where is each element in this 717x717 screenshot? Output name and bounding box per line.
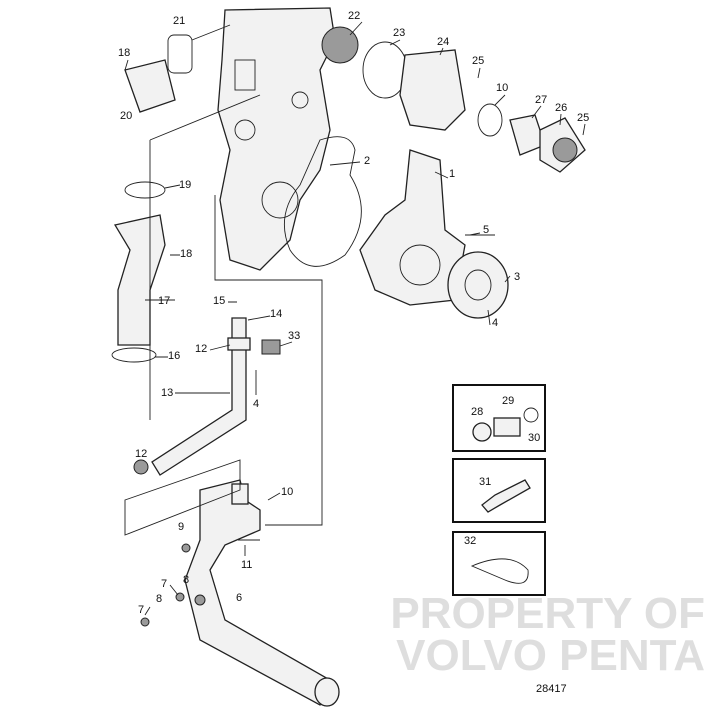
callout-15: 15 [213,295,225,307]
callout-5: 5 [483,224,489,236]
callout-13: 13 [161,387,173,399]
kit-box-cable-tie [452,531,546,596]
callout-labels: 21 22 23 24 18 25 10 27 26 25 20 2 1 19 … [118,10,589,616]
callout-33: 33 [288,330,300,342]
thermostat [321,26,359,64]
callout-2: 2 [364,155,370,167]
callout-21: 21 [173,15,185,27]
callout-10: 10 [496,82,508,94]
callout-9: 9 [178,521,184,533]
callout-32: 32 [464,535,476,547]
drawing-number: 28417 [536,683,567,695]
callout-26: 26 [555,102,567,114]
callout-18: 18 [118,47,130,59]
callout-8: 8 [156,593,162,605]
callout-7: 7 [161,578,167,590]
callout-10: 10 [281,486,293,498]
watermark-line-2: VOLVO PENTA [396,631,705,680]
callout-25: 25 [472,55,484,67]
callout-22: 22 [348,10,360,22]
callout-1: 1 [449,168,455,180]
callout-4: 4 [253,398,259,410]
callout-29: 29 [502,395,514,407]
callout-18: 18 [180,248,192,260]
callout-20: 20 [120,110,132,122]
pulley [447,251,509,319]
callout-31: 31 [479,476,491,488]
callout-7: 7 [138,604,144,616]
callout-6: 6 [236,592,242,604]
callout-23: 23 [393,27,405,39]
callout-19: 19 [179,179,191,191]
callout-12: 12 [135,448,147,460]
cover-plate [124,59,176,113]
callout-28: 28 [471,406,483,418]
kit-box-connector [452,458,546,523]
callout-17: 17 [158,295,170,307]
pipe-elbow [113,214,166,346]
hose [151,317,247,476]
gasket [283,136,362,267]
callout-11: 11 [241,559,252,571]
callout-8: 8 [183,574,189,586]
callout-3: 3 [514,271,520,283]
callout-16: 16 [168,350,180,362]
callout-12: 12 [195,343,207,355]
callout-30: 30 [528,432,540,444]
watermark-line-1: PROPERTY OF [390,589,705,638]
callout-4: 4 [492,317,498,329]
engine-block [217,7,336,271]
thermostat-housing [399,49,466,131]
water-pump [359,149,466,306]
callout-27: 27 [535,94,547,106]
callout-14: 14 [270,308,282,320]
callout-25: 25 [577,112,589,124]
callout-24: 24 [437,36,449,48]
coolant-pipe [184,479,331,706]
